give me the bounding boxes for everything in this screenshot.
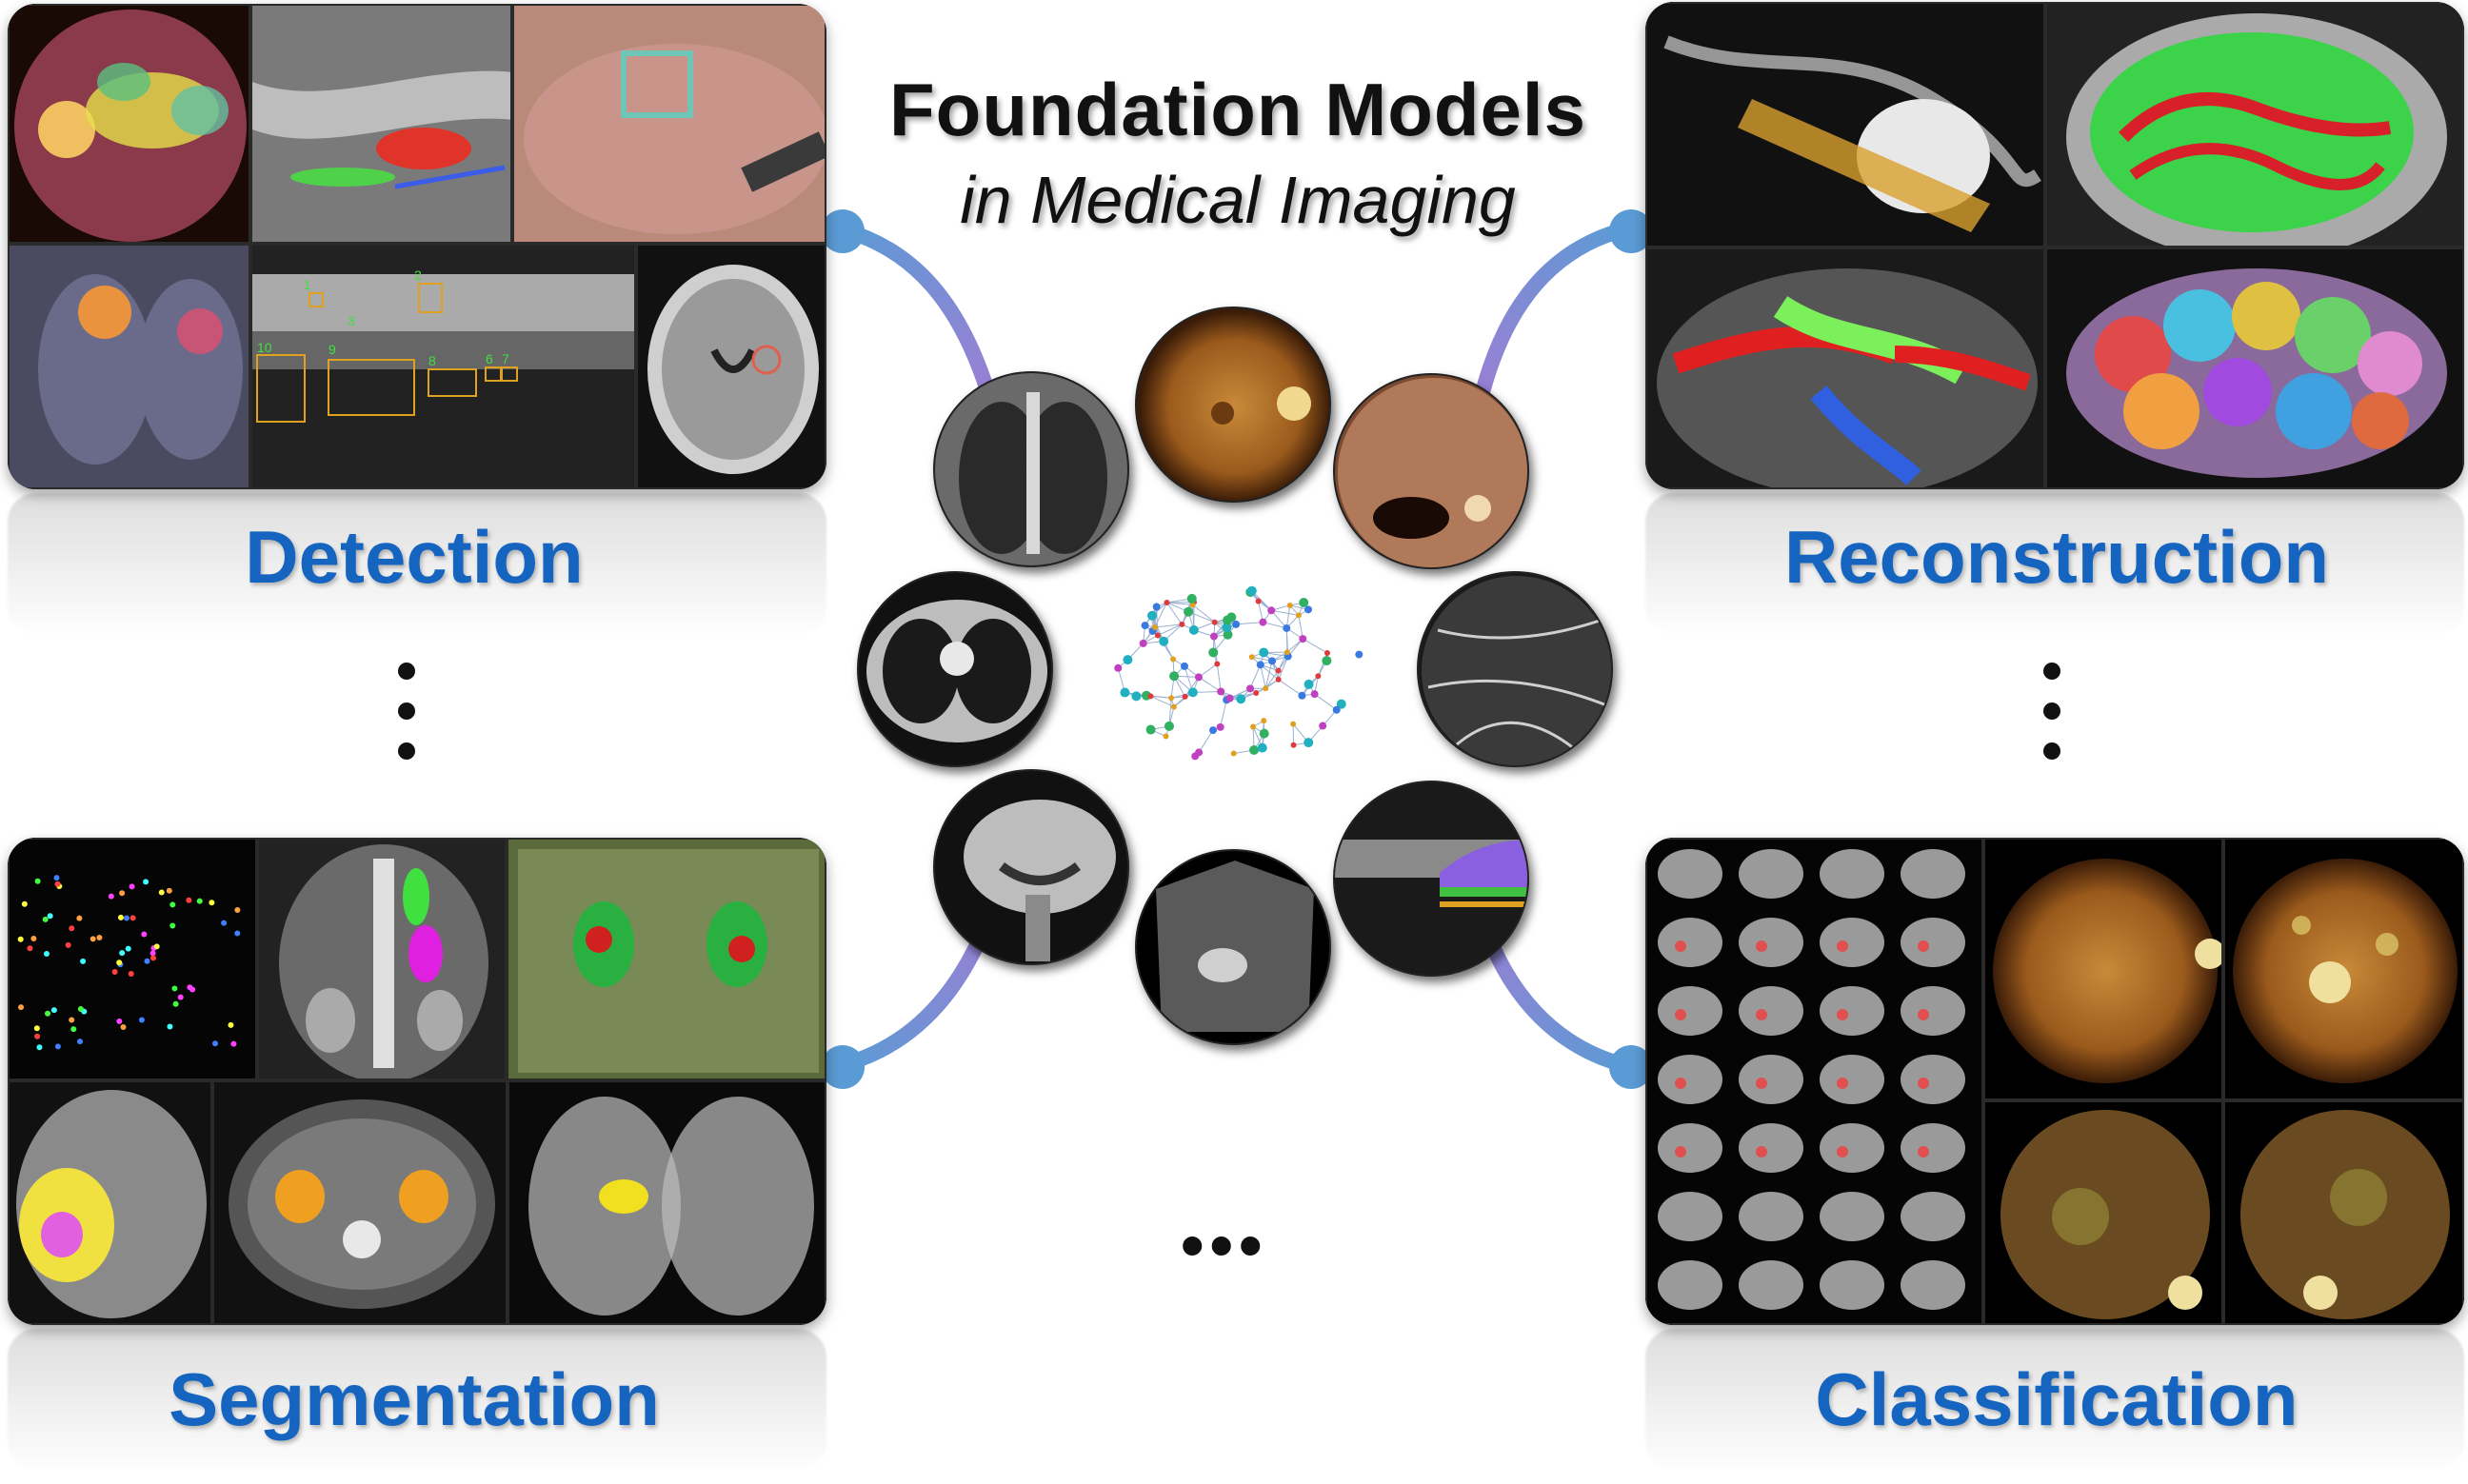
fundus-classification-image-1 xyxy=(1983,838,2223,1100)
retinal-oct-icon xyxy=(1333,781,1529,977)
oct-segment-image xyxy=(250,4,512,244)
segmentation-panel xyxy=(8,838,826,1325)
detection-panel: 1 2 3 6 7 8 9 10 xyxy=(8,4,826,489)
fundus-classification-image-3 xyxy=(1983,1100,2223,1325)
laparoscopy-image xyxy=(512,4,826,244)
label-detection: Detection xyxy=(245,515,584,599)
figure-subtitle: in Medical Imaging xyxy=(960,163,1516,237)
ct-slice-grid-image xyxy=(1645,838,1983,1325)
fundus-photo-icon xyxy=(1135,307,1331,503)
connector-top-left xyxy=(830,221,998,407)
oct-box-label: 6 xyxy=(486,351,493,366)
vertical-ellipsis-right xyxy=(2043,663,2062,782)
oct-box-label: 1 xyxy=(304,277,311,292)
chest-xray-heatmap-image xyxy=(8,244,250,489)
label-classification: Classification xyxy=(1815,1357,2299,1441)
segmentation-panel-reflection xyxy=(8,1329,826,1472)
brain-network-icon xyxy=(1114,585,1363,761)
connector-knob-top-left xyxy=(821,209,865,253)
reconstruction-panel-reflection xyxy=(1645,493,2464,636)
abdominal-ct-axial-image xyxy=(212,1080,508,1325)
kidney-3d-segmentation-image xyxy=(507,838,826,1080)
horizontal-ellipsis: ••• xyxy=(1181,1208,1268,1282)
connector-knob-bottom-left xyxy=(821,1045,865,1089)
classification-panel xyxy=(1645,838,2464,1325)
reconstruction-panel xyxy=(1645,2,2464,489)
label-reconstruction: Reconstruction xyxy=(1783,515,2330,599)
brain-tumor-segmentation-image xyxy=(8,1080,212,1325)
oct-box-label: 7 xyxy=(502,351,509,366)
chest-ct-icon xyxy=(857,571,1053,767)
cortical-parcellation-image xyxy=(2045,247,2464,489)
cell-instance-segmentation-image xyxy=(8,838,257,1080)
endoscopy-icon xyxy=(1333,373,1529,569)
tractography-image xyxy=(1645,247,2045,489)
figure-title: Foundation Models xyxy=(889,68,1586,151)
connector-top-right xyxy=(1473,221,1636,407)
brain-mri-detection-image xyxy=(636,244,826,489)
vascular-stent-image xyxy=(1645,2,2045,247)
oct-box-label: 10 xyxy=(257,340,272,355)
fundus-classification-image-4 xyxy=(2223,1100,2464,1325)
oct-angiography-icon xyxy=(1417,571,1613,767)
abdominal-ct-coronal-image xyxy=(257,838,507,1080)
brain-mri-sagittal-icon xyxy=(933,769,1129,965)
fundus-classification-image-2 xyxy=(2223,838,2464,1100)
classification-panel-reflection xyxy=(1645,1329,2464,1472)
detection-panel-reflection xyxy=(8,493,826,636)
oct-detection-image: 1 2 3 6 7 8 9 10 xyxy=(250,244,636,489)
label-segmentation: Segmentation xyxy=(169,1357,660,1441)
brain-tissue-segmentation-image xyxy=(2045,2,2464,247)
ultrasound-icon xyxy=(1135,849,1331,1045)
vertical-ellipsis-left xyxy=(398,663,417,782)
chest-xray-icon xyxy=(933,371,1129,567)
oct-box-label: 9 xyxy=(328,342,336,357)
lung-airway-segmentation-image xyxy=(508,1080,826,1325)
fundus-heatmap-image xyxy=(8,4,250,244)
oct-box-label: 8 xyxy=(428,353,436,368)
oct-box-label: 3 xyxy=(348,313,355,328)
oct-box-label: 2 xyxy=(414,267,422,283)
